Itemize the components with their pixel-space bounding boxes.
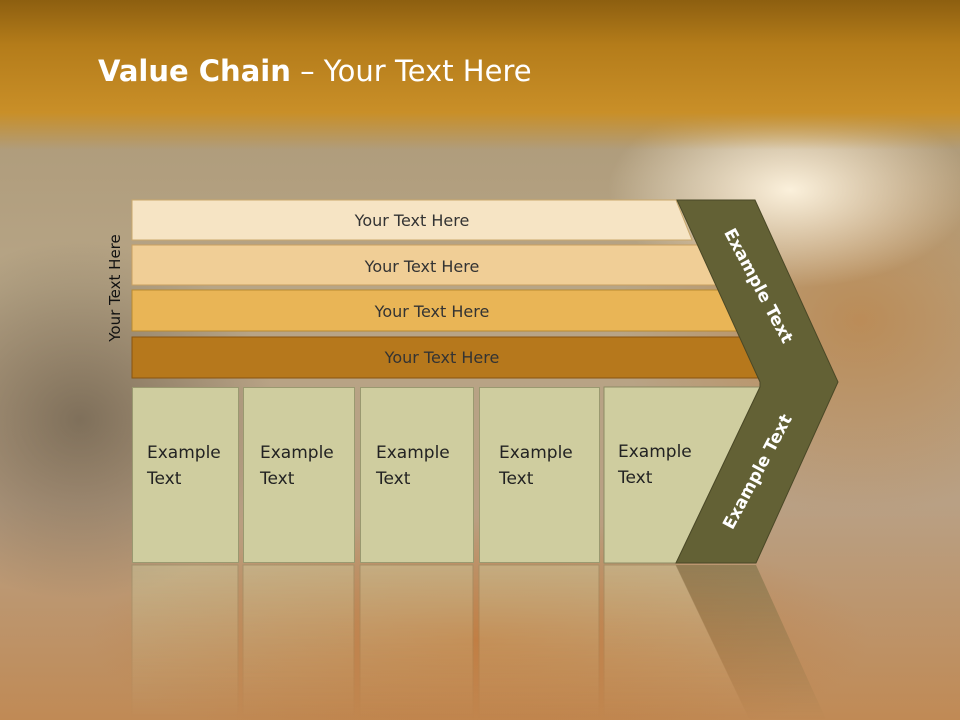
column-4-line1: Example — [499, 443, 573, 463]
column-1: Example Text — [132, 387, 239, 563]
bar-2: Your Text Here — [132, 246, 712, 286]
column-3: Example Text — [360, 387, 474, 563]
column-1-line2: Text — [147, 469, 182, 489]
column-1-line1: Example — [147, 443, 221, 463]
bar-shape-1 — [131, 199, 693, 241]
slide-title: Value Chain – Your Text Here — [98, 54, 532, 88]
column-5-line1: Example — [618, 442, 692, 462]
bar-1-label: Your Text Here — [354, 210, 470, 230]
column-2-line2: Text — [260, 469, 295, 489]
column-4: Example Text — [479, 387, 600, 563]
column-5: Example Text — [604, 387, 704, 563]
bar-4: Your Text Here — [132, 337, 752, 377]
title-bar — [0, 0, 960, 150]
bar-3: Your Text Here — [132, 291, 732, 331]
reflection — [131, 564, 827, 720]
column-2: Example Text — [243, 387, 355, 563]
chevron-shape — [675, 199, 839, 564]
bar-4-label: Your Text Here — [384, 347, 500, 367]
bar-1: Your Text Here — [132, 200, 692, 240]
bar-3-label: Your Text Here — [374, 301, 490, 321]
bar-2-label: Your Text Here — [364, 256, 480, 276]
column-2-line1: Example — [260, 443, 334, 463]
title-rest: – Your Text Here — [290, 54, 532, 88]
column-3-line2: Text — [376, 469, 411, 489]
column-3-line1: Example — [376, 443, 450, 463]
column-5-line2: Text — [618, 468, 653, 488]
title-bold: Value Chain — [98, 54, 291, 88]
column-4-line2: Text — [499, 469, 534, 489]
